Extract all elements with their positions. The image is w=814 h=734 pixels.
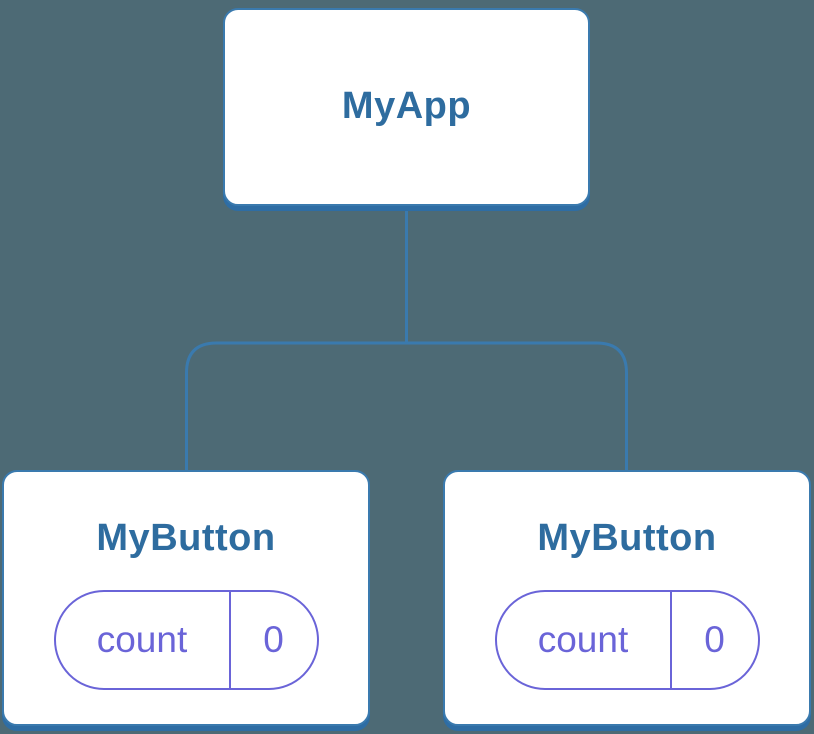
state-pill: count 0 xyxy=(494,589,760,690)
component-name-label: MyButton xyxy=(96,517,276,559)
state-value-label: 0 xyxy=(704,618,725,660)
component-name-label: MyButton xyxy=(537,517,717,559)
pill-divider xyxy=(228,591,231,688)
component-name-label: MyApp xyxy=(341,85,472,128)
state-pill: count 0 xyxy=(53,589,319,690)
state-value-label: 0 xyxy=(263,618,284,660)
children-bracket-line xyxy=(185,341,628,472)
pill-divider xyxy=(669,591,672,688)
state-key-label: count xyxy=(96,618,188,660)
state-key-label: count xyxy=(537,618,629,660)
tree-node-child-left: MyButton count 0 xyxy=(2,470,370,726)
tree-node-root: MyApp xyxy=(223,8,590,206)
tree-node-child-right: MyButton count 0 xyxy=(443,470,811,726)
